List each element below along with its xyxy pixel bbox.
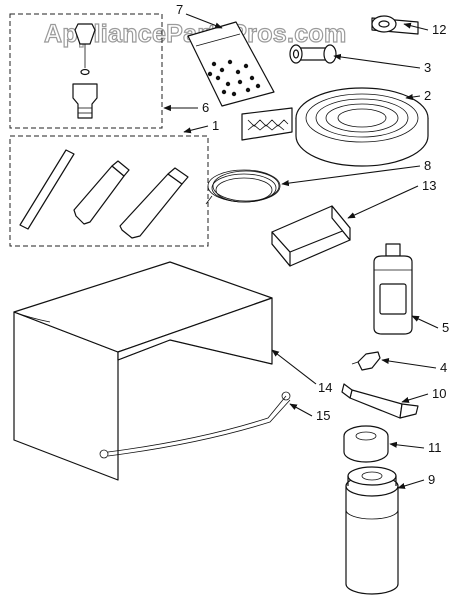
drain-fitting-group	[9, 13, 163, 129]
callout-12: 12	[432, 22, 446, 37]
spray-can	[345, 466, 399, 595]
bungee-cord	[99, 391, 291, 459]
foam-seal-roll	[241, 87, 429, 167]
callout-11: 11	[428, 440, 442, 455]
callout-14: 14	[318, 380, 332, 395]
o-ring	[80, 68, 90, 76]
dashed-box-1	[9, 135, 209, 247]
foam-block	[271, 205, 351, 267]
callout-9: 9	[428, 472, 435, 487]
sealant-tube	[341, 383, 419, 419]
tube-left	[73, 165, 125, 225]
tube-right-cap	[167, 167, 189, 185]
callout-5: 5	[442, 320, 449, 335]
tape-roll	[371, 15, 419, 35]
tape-roll-small-2	[343, 425, 389, 463]
tape-roll-small	[289, 44, 337, 64]
tube-left-cap	[111, 160, 130, 177]
callout-1: 1	[212, 118, 219, 133]
callout-15: 15	[316, 408, 330, 423]
callout-2: 2	[424, 88, 431, 103]
wire-coil	[205, 169, 281, 205]
sealant-group	[9, 135, 209, 247]
callout-8: 8	[424, 158, 431, 173]
callout-3: 3	[424, 60, 431, 75]
callout-4: 4	[440, 360, 447, 375]
callout-13: 13	[422, 178, 436, 193]
leader-lines	[163, 13, 439, 489]
fitting-cap	[74, 23, 96, 45]
callout-6: 6	[202, 100, 209, 115]
tube-right	[119, 173, 183, 239]
bottle	[373, 243, 413, 335]
callout-7: 7	[176, 2, 183, 17]
unit-cover	[13, 261, 273, 481]
gasket-strip	[19, 149, 75, 230]
dashed-box-6	[9, 13, 163, 129]
drain-fitting	[72, 83, 98, 119]
callout-labels: 7 12 3 2 6 1 8 13 5 4 10 11 9 14 15	[176, 2, 449, 487]
callout-10: 10	[432, 386, 446, 401]
bulb	[351, 351, 381, 371]
